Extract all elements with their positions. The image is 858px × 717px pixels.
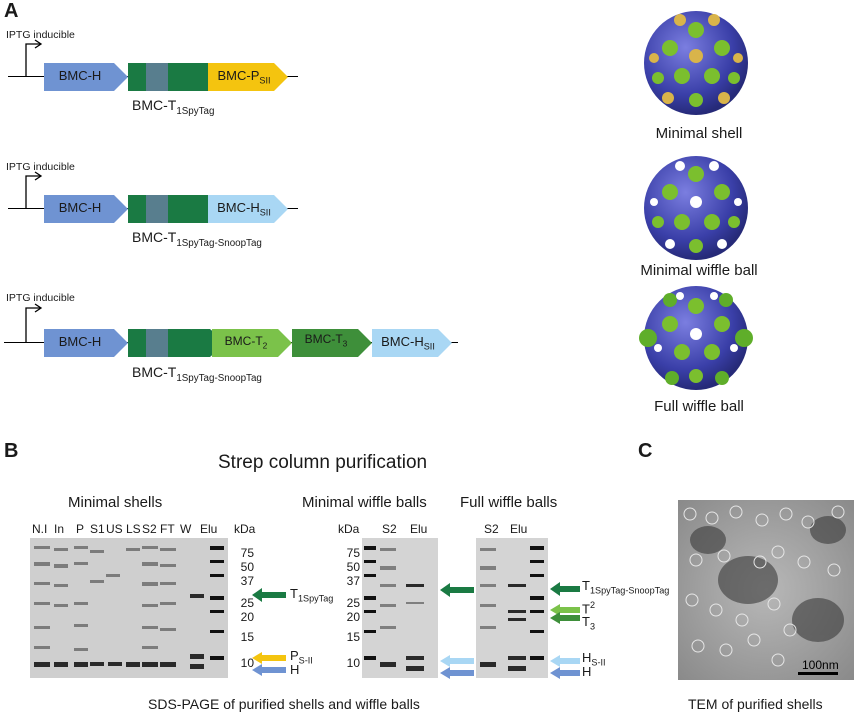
panel-b-caption: SDS-PAGE of purified shells and wiffle b… [148,696,420,712]
gel2-title: Minimal wiffle balls [302,494,427,511]
gel3-arrow-t1-icon [550,582,580,596]
gel3-band-t1-label: T1SpyTag-SnoopTag [582,578,670,596]
band-h-label: H [290,662,300,677]
arrow-p-icon [252,652,286,664]
gene-bmc-h [44,329,128,357]
gel3-band-t2-label: T2 [582,600,596,617]
gel2-arrow-hsii-icon [440,655,474,667]
gene-bmc-t3-label: BMC-T3 [304,332,348,349]
arrow-t1-icon [252,588,286,602]
tem-image [678,500,854,680]
panel-b-title: Strep column purification [218,452,428,473]
gel3-arrow-t3-icon [550,612,580,624]
gene-bmc-p-label: BMC-PSII [217,68,271,86]
gene-bmc-h-sii-label: BMC-HSII [381,334,435,352]
full-wiffle-ball-caption: Full wiffle ball [654,398,744,415]
gel2-arrow-t1-icon [440,583,474,597]
gel3-arrow-hsii-icon [550,655,580,667]
panel-c-letter: C [638,440,653,462]
construct-2: IPTG inducible BMC-H BMC-HSII BMC-T1SpyT… [0,156,310,256]
minimal-shell-image [644,11,748,115]
scale-bar-label: 100nm [802,658,839,672]
gene-bmc-h-label: BMC-H [58,68,102,83]
gene-bmc-t1 [128,329,226,357]
promoter-label: IPTG inducible [6,292,75,304]
gene-bmc-p [208,63,288,91]
construct-1: IPTG inducible BMC-H BMC-PSII BMC-T1SpyT… [0,24,310,124]
gel3-band-h-label: H [582,664,592,679]
bmc-t-label: BMC-T1SpyTag [132,97,215,117]
gel3-band-hsii-label: HS-II [582,650,606,668]
full-wiffle-ball-image [639,286,753,390]
bmc-t-label: BMC-T1SpyTag-SnoopTag [132,364,262,384]
shell-illustrations [639,11,753,390]
panel-c-caption: TEM of purified shells [688,696,823,712]
promoter-arrow-icon [25,171,43,208]
gene-bmc-h-label: BMC-H [58,200,102,215]
gene-bmc-t2-label: BMC-T2 [224,334,268,351]
panel-a-letter: A [4,0,19,22]
promoter-label: IPTG inducible [6,29,75,41]
gene-bmc-h-sii [208,195,288,223]
gel3-arrow-h-icon [550,667,580,679]
gel3-title: Full wiffle balls [460,494,558,511]
promoter-arrow-icon [25,303,43,342]
gel2-markers: 75 50 37 25 20 15 10 [346,546,360,670]
gene-bmc-h [44,195,128,223]
band-p-label: PS-II [290,648,313,666]
promoter-arrow-icon [25,39,43,76]
gel3-lane-elu: Elu [510,522,528,536]
minimal-wiffle-ball-caption: Minimal wiffle ball [640,262,758,279]
minimal-shell-caption: Minimal shell [655,125,743,142]
gene-bmc-t3 [292,329,372,357]
gel1-markers: 75 50 37 25 20 15 10 [240,546,254,670]
gel1-lane-labels: N.I In P S1 US LS S2 FT W Elu [32,522,218,536]
construct-3: IPTG inducible BMC-H BMC-T2 BMC-T3 BMC-H… [0,288,470,388]
minimal-wiffle-ball-image [644,156,748,260]
gel3-band-t3-label: T3 [582,614,596,632]
gene-bmc-h-sii-label: BMC-HSII [217,200,271,218]
promoter-label: IPTG inducible [6,161,75,173]
gel2-lane-elu: Elu [410,522,428,536]
gel3-arrow-t2-icon [550,604,580,616]
gel1-kda-label: kDa [234,522,256,536]
bmc-t-label: BMC-T1SpyTag-SnoopTag [132,229,262,249]
gene-bmc-h-label: BMC-H [58,334,102,349]
panel-b-letter: B [4,440,19,462]
gene-bmc-t2 [212,329,292,357]
gel2-lane-s2: S2 [382,522,397,536]
gel2-kda-label: kDa [338,522,360,536]
band-t1-label: T1SpyTag [290,586,334,604]
gel1-image [30,538,228,678]
arrow-h-icon [252,664,286,676]
gene-bmc-h-sii [372,329,452,357]
gene-bmc-h [44,63,128,91]
gene-bmc-t1 [128,63,226,91]
gel2-image [362,538,438,678]
gel1-title: Minimal shells [68,494,163,511]
gene-bmc-t1 [128,195,226,223]
gel2-arrow-h-icon [440,667,474,679]
gel3-lane-s2: S2 [484,522,499,536]
gel3-image [476,538,548,678]
